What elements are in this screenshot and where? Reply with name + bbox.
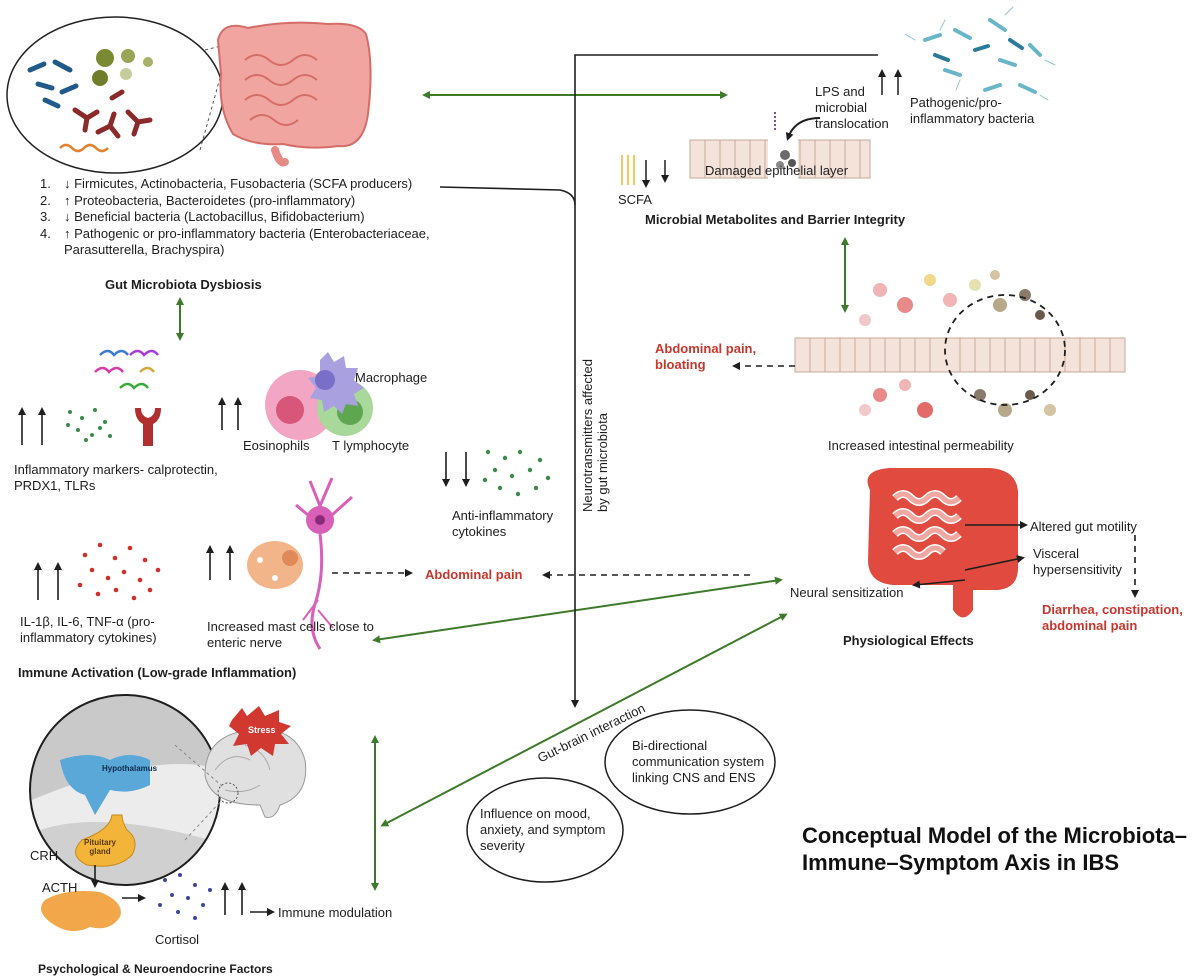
immune-modulation-label: Immune modulation [278, 905, 393, 920]
inflammatory-markers-icon [66, 349, 161, 446]
dysbiosis-list: 1.↓ Firmicutes, Actinobacteria, Fusobact… [40, 176, 460, 259]
outcome-label: Diarrhea, constipation,abdominal pain [1042, 602, 1183, 633]
list-item: 3.↓ Beneficial bacteria (Lactobacillus, … [40, 209, 365, 224]
cytokines-label: IL-1β, IL-6, TNF-α (pro-inflammatory cyt… [20, 614, 157, 645]
cytokine-dots-icon [77, 542, 161, 601]
mast-cell-nerve-icon [247, 477, 354, 650]
barrier-section-label: Microbial Metabolites and Barrier Integr… [645, 212, 906, 227]
macrophage-icon [265, 352, 373, 440]
colon-icon [867, 468, 1019, 618]
t-lymphocyte-label: T lymphocyte [332, 438, 410, 453]
bacteria-icon [904, 6, 1056, 101]
page-title: Conceptual Model of the Microbiota–Immun… [802, 823, 1188, 875]
brain-icon [174, 728, 307, 841]
bidirectional-bubble [604, 709, 776, 815]
eosinophils-label: Eosinophils [243, 438, 310, 453]
pathogenic-label: Pathogenic/pro-inflammatory bacteria [910, 95, 1035, 126]
list-item: 4.↑ Pathogenic or pro-inflammatory bacte… [40, 225, 430, 258]
list-item: 1.↓ Firmicutes, Actinobacteria, Fusobact… [40, 176, 413, 191]
hypothalamus-label: Hypothalamus [102, 764, 158, 773]
abdominal-pain-label: Abdominal pain [425, 567, 523, 582]
neuro-section-label: Psychological & Neuroendocrine Factors [38, 962, 273, 976]
markers-label: Inflammatory markers- calprotectin,PRDX1… [14, 462, 218, 493]
scfa-label: SCFA [618, 192, 652, 207]
stress-icon [229, 706, 291, 756]
crh-label: CRH [30, 848, 59, 863]
scfa-icon [621, 155, 669, 188]
neuro-axis-line [439, 54, 878, 708]
permeability-label: Increased intestinal permeability [828, 438, 1014, 453]
acth-label: ACTH [42, 880, 78, 895]
intestine-icon [216, 21, 372, 167]
immune-section-label: Immune Activation (Low-grade Inflammatio… [18, 665, 297, 680]
damaged-epithelium-label: Damaged epithelial layer [705, 163, 849, 178]
damaged-epithelium-icon [689, 112, 871, 180]
cortisol-dots-icon [158, 873, 212, 920]
mood-bubble [466, 777, 624, 883]
adrenal-icon [41, 891, 121, 931]
increase-arrows-icon [878, 69, 902, 95]
gut-section-label: Gut Microbiota Dysbiosis [105, 277, 262, 292]
effect-arrows [91, 521, 1028, 916]
permeability-icon [794, 270, 1126, 418]
macrophage-label: Macrophage [355, 370, 428, 385]
physiological-section-label: Physiological Effects [843, 633, 974, 648]
list-item: 2.↑ Proteobacteria, Bacteroidetes (pro-i… [40, 192, 356, 208]
neural-label: Neural sensitization [790, 585, 904, 600]
trend-arrows-icon [18, 397, 470, 915]
cortisol-label: Cortisol [155, 932, 200, 947]
pain-bloating-label: Abdominal pain,bloating [655, 341, 757, 372]
anti-inflammatory-dots-icon [482, 449, 551, 497]
microbiota-circle-icon [6, 16, 226, 174]
stress-label: Stress [248, 725, 276, 735]
dashed-arrows [332, 362, 1139, 598]
motility-label: Altered gut motility [1030, 519, 1137, 534]
